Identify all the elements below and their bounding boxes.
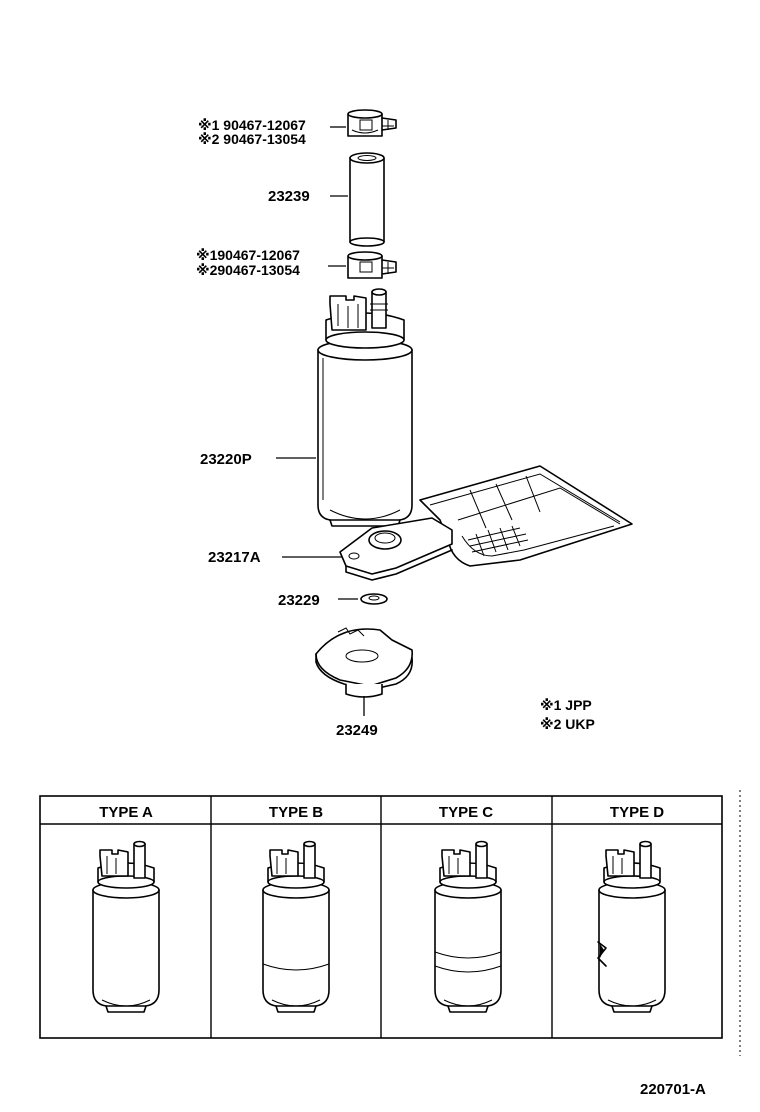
type-a-header: TYPE A: [99, 804, 153, 821]
label-bracket: 23217A: [208, 549, 261, 566]
label-support: 23249: [336, 722, 378, 739]
type-d-pump[interactable]: [597, 840, 666, 1013]
label-cushion: 23229: [278, 592, 320, 609]
type-a-pump[interactable]: [92, 840, 160, 1013]
fuel-pump[interactable]: [317, 288, 413, 527]
note-ukp: ※2 UKP: [540, 716, 595, 732]
pump-support[interactable]: [315, 627, 413, 698]
type-c-pump[interactable]: [434, 840, 502, 1013]
diagram-id: 220701-A: [640, 1081, 706, 1098]
label-clamp-upper-2: ※2 90467-13054: [198, 131, 306, 147]
note-jpp: ※1 JPP: [540, 697, 592, 713]
type-d-header: TYPE D: [610, 804, 664, 821]
label-clamp-lower-2: ※290467-13054: [196, 262, 300, 278]
pump-bracket[interactable]: [339, 517, 453, 581]
type-b-pump[interactable]: [262, 840, 330, 1013]
label-clamp-upper-1: ※1 90467-12067: [198, 117, 306, 133]
fuel-filter[interactable]: [419, 465, 633, 567]
hose-clamp-upper[interactable]: [347, 109, 397, 137]
hose-clamp-lower[interactable]: [347, 251, 397, 279]
type-table: [39, 795, 723, 1039]
label-clamp-lower-1: ※190467-12067: [196, 247, 300, 263]
pump-cushion[interactable]: [360, 593, 388, 605]
type-b-header: TYPE B: [269, 804, 323, 821]
fuel-hose[interactable]: [349, 152, 385, 247]
type-c-header: TYPE C: [439, 804, 493, 821]
label-pump: 23220P: [200, 451, 252, 468]
label-hose: 23239: [268, 188, 310, 205]
